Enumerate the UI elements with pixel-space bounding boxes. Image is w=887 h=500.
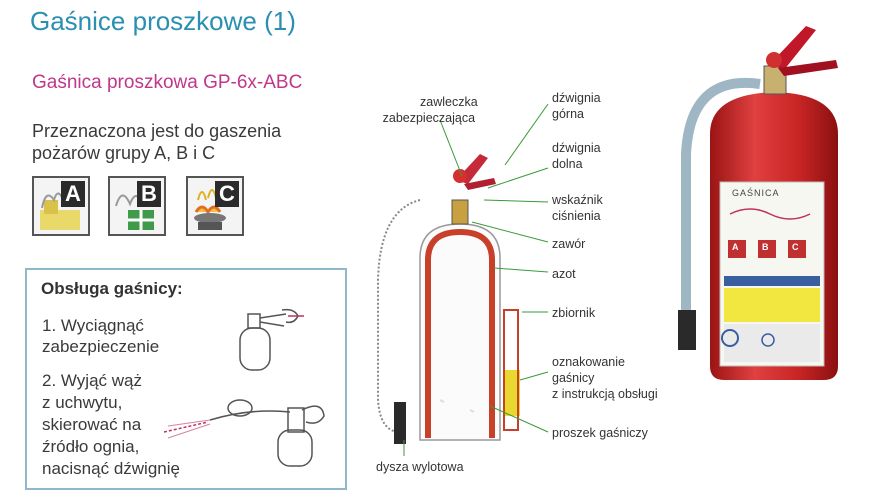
photo-class-a: A <box>732 242 739 252</box>
description-line-2: pożarów grupy A, B i C <box>32 143 216 163</box>
step1-line-2: zabezpieczenie <box>42 337 160 356</box>
label-dzwignia-gorna-line2: górna <box>552 107 584 121</box>
step1-line-1: 1. Wyciągnąć <box>42 316 144 335</box>
fire-class-c-letter: C <box>215 181 239 207</box>
photo-class-b: B <box>762 242 769 252</box>
step2-line-2: z uchwytu, <box>42 393 123 412</box>
label-oznakowanie: oznakowanie gaśnicy z instrukcją obsługi <box>552 354 658 402</box>
label-zbiornik: zbiornik <box>552 306 596 320</box>
label-zawleczka-line1: zawleczka <box>420 95 478 109</box>
label-zawleczka-line2: zabezpieczająca <box>382 111 476 125</box>
extinguisher-photo <box>678 26 838 380</box>
label-dzwignia-dolna-line2: dolna <box>552 157 583 171</box>
pull-pin-sketch <box>239 308 304 371</box>
step2-line-5: nacisnąć dźwignię <box>42 459 180 478</box>
page-title: Gaśnice proszkowe (1) <box>30 6 296 36</box>
label-dysza: dysza wylotowa <box>376 460 464 474</box>
label-oznakowanie-line3: z instrukcją obsługi <box>552 387 658 401</box>
fire-class-a-letter: A <box>61 181 85 207</box>
label-dzwignia-dolna: dźwignia dolna <box>552 140 601 172</box>
fire-class-b-letter: B <box>137 181 161 207</box>
extinguisher-model-subtitle: Gaśnica proszkowa GP-6x-ABC <box>32 72 303 93</box>
label-oznakowanie-line2: gaśnicy <box>552 371 595 385</box>
aim-hose-sketch <box>163 399 325 467</box>
operation-instructions-box <box>25 268 347 490</box>
label-oznakowanie-line1: oznakowanie <box>552 355 625 369</box>
label-proszek: proszek gaśniczy <box>552 426 648 440</box>
extinguisher-cross-section-diagram <box>377 154 520 444</box>
fire-class-b-icon: B <box>108 176 166 236</box>
label-zawor: zawór <box>552 237 586 251</box>
label-azot: azot <box>552 267 576 281</box>
step2-line-4: źródło ognia, <box>42 437 140 456</box>
label-wskaznik-line1: wskaźnik <box>552 193 603 207</box>
step2-line-3: skierować na <box>42 415 142 434</box>
photo-class-c: C <box>792 242 799 252</box>
label-dzwignia-gorna-line1: dźwignia <box>552 91 601 105</box>
step2-line-1: 2. Wyjąć wąż <box>42 371 142 390</box>
fire-class-a-icon: A <box>32 176 90 236</box>
description-line-1: Przeznaczona jest do gaszenia <box>32 121 282 141</box>
label-dzwignia-dolna-line1: dźwignia <box>552 141 601 155</box>
label-zawleczka: zawleczka zabezpieczająca <box>383 94 478 126</box>
label-dzwignia-gorna: dźwignia górna <box>552 90 601 122</box>
label-wskaznik: wskaźnik ciśnienia <box>552 192 603 224</box>
operation-heading: Obsługa gaśnicy: <box>41 279 183 298</box>
fire-class-c-icon: C <box>186 176 244 236</box>
photo-label-heading: GAŚNICA <box>732 188 780 198</box>
label-wskaznik-line2: ciśnienia <box>552 209 601 223</box>
